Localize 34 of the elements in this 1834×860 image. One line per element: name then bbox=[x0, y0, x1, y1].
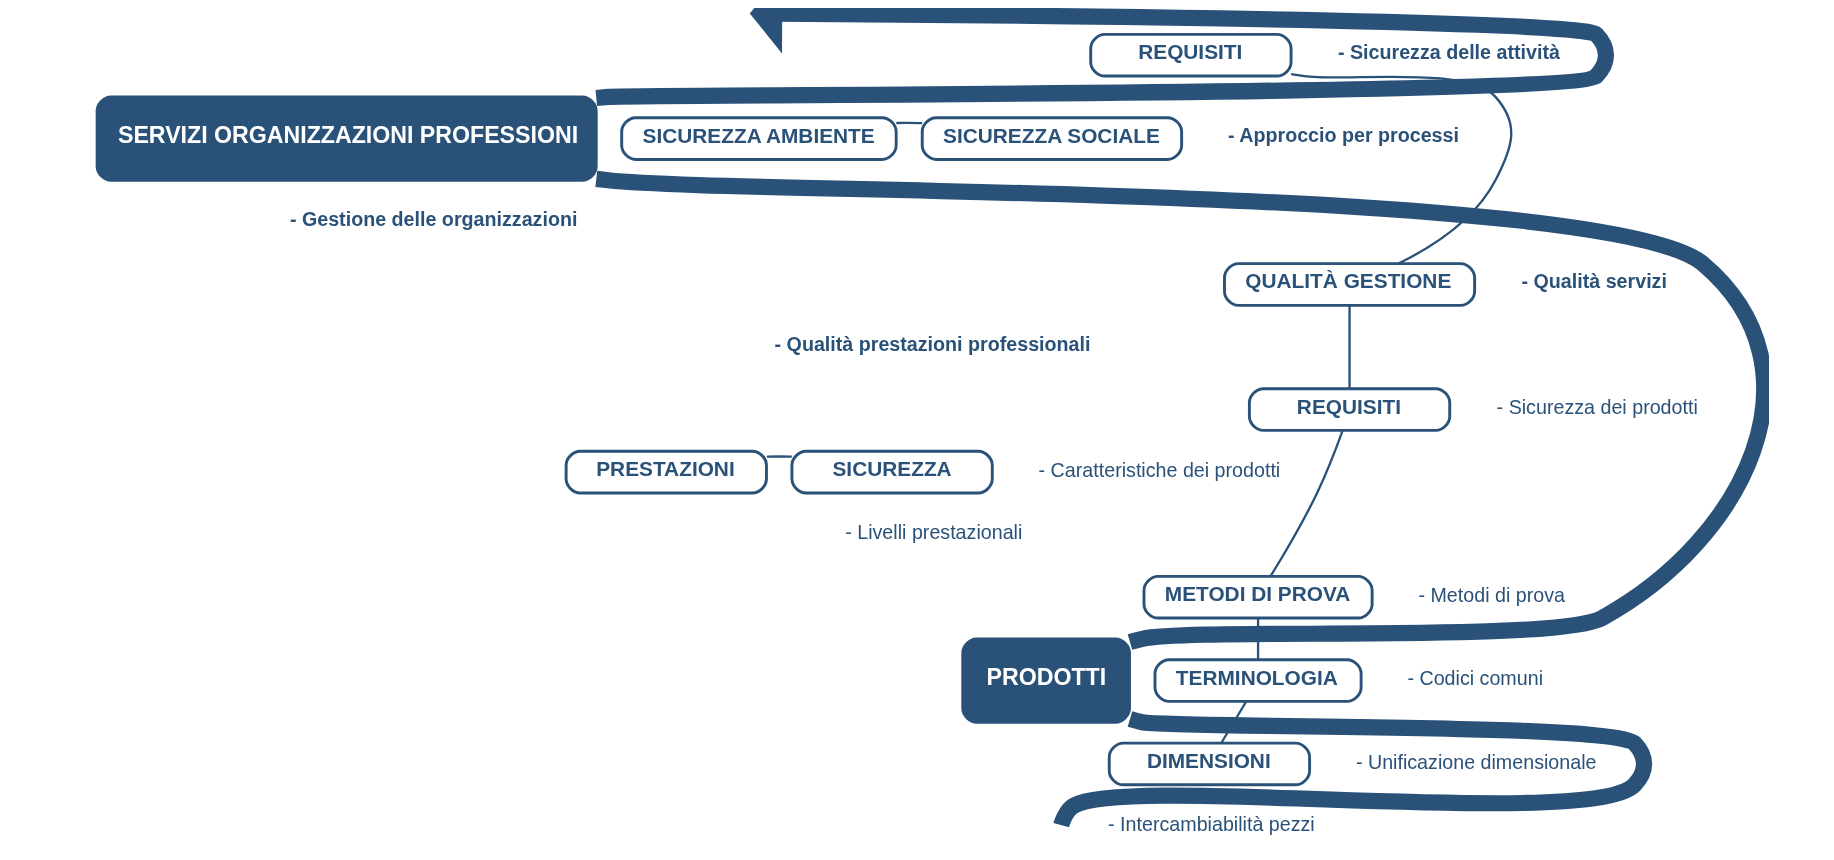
connector bbox=[595, 170, 1769, 651]
connector bbox=[1269, 430, 1344, 577]
label: - Unificazione dimensionale bbox=[1355, 750, 1596, 773]
node-box: SICUREZZA bbox=[790, 449, 994, 495]
label: - Caratteristiche dei prodotti bbox=[1038, 458, 1280, 481]
label: - Approccio per processi bbox=[1227, 124, 1459, 147]
node-box: PRODOTTI bbox=[960, 637, 1131, 724]
label: - Sicurezza dei prodotti bbox=[1496, 396, 1698, 419]
connector bbox=[1053, 711, 1652, 829]
node-box: METODI DI PROVA bbox=[1142, 574, 1374, 620]
connector bbox=[1290, 72, 1512, 265]
node-box: SICUREZZA SOCIALE bbox=[920, 116, 1183, 161]
label: - Metodi di prova bbox=[1417, 583, 1565, 606]
label: - Codici comuni bbox=[1406, 667, 1543, 690]
node-box: QUALITÀ GESTIONE bbox=[1222, 262, 1476, 307]
connector bbox=[1219, 701, 1247, 744]
label: - Intercambiabilità pezzi bbox=[1107, 813, 1315, 836]
node-box: REQUISITI bbox=[1247, 387, 1451, 432]
node-box: DIMENSIONI bbox=[1107, 741, 1311, 787]
connector bbox=[895, 121, 922, 125]
arrow bbox=[595, 8, 1613, 107]
node-box: PRESTAZIONI bbox=[564, 449, 768, 495]
connector bbox=[766, 455, 792, 458]
label: - Qualità servizi bbox=[1521, 270, 1667, 293]
node-box: TERMINOLOGIA bbox=[1153, 658, 1363, 703]
node-box: SERVIZI ORGANIZZAZIONI PROFESSIONI bbox=[95, 95, 598, 182]
label: - Livelli prestazionali bbox=[844, 521, 1022, 544]
label: - Sicurezza delle attività bbox=[1337, 40, 1560, 63]
label: - Qualità prestazioni professionali bbox=[774, 332, 1090, 355]
node-box: REQUISITI bbox=[1088, 32, 1292, 78]
label: - Gestione delle organizzazioni bbox=[289, 207, 577, 230]
connector bbox=[1256, 618, 1259, 660]
connector bbox=[1347, 305, 1351, 389]
node-box: SICUREZZA AMBIENTE bbox=[619, 116, 898, 161]
